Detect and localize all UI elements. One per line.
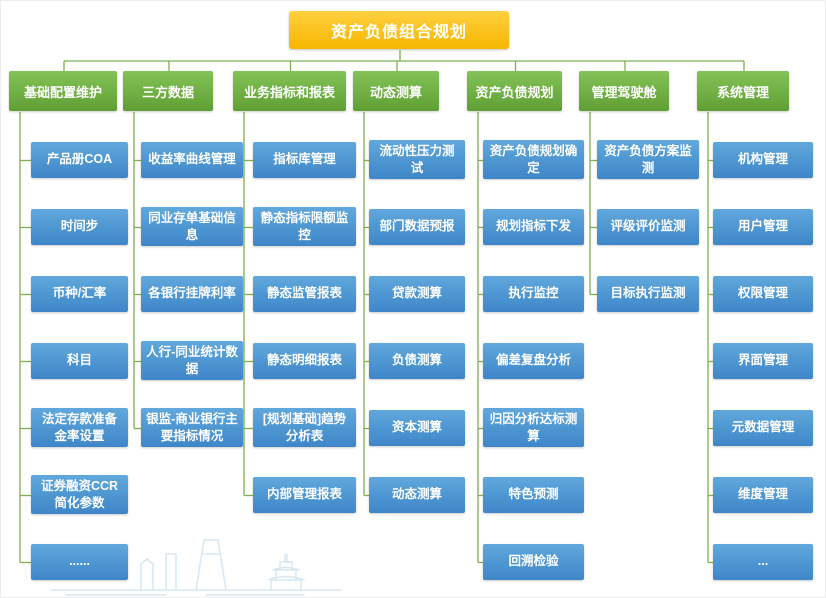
- leaf-node: 贷款测算: [369, 275, 465, 312]
- root-node: 资产负债组合规划: [289, 11, 509, 49]
- leaf-node: 同业存单基础信息: [141, 207, 243, 246]
- branch-children: 资产负债规划确定规划指标下发执行监控偏差复盘分析归因分析达标测算特色预测回溯检验: [467, 126, 584, 595]
- leaf-node: 币种/汇率: [31, 275, 128, 312]
- leaf-node: ......: [31, 543, 128, 580]
- leaf-node: 静态监管报表: [253, 275, 356, 312]
- leaf-node: 法定存款准备金率设置: [31, 408, 128, 447]
- leaf-node: 静态指标限额监控: [253, 207, 356, 246]
- branch-header: 系统管理: [697, 71, 789, 111]
- branch-column-6: 管理驾驶舱资产负债方案监测评级评价监测目标执行监测: [579, 71, 699, 327]
- leaf-node: 维度管理: [713, 476, 813, 513]
- leaf-node: ...: [713, 543, 813, 580]
- leaf-node: 元数据管理: [713, 409, 813, 446]
- branch-header: 基础配置维护: [9, 71, 117, 111]
- leaf-node: 指标库管理: [253, 141, 356, 178]
- leaf-node: 动态测算: [369, 476, 465, 513]
- leaf-node: 时间步: [31, 208, 128, 245]
- leaf-node: 偏差复盘分析: [483, 342, 584, 379]
- branch-header: 管理驾驶舱: [579, 71, 669, 111]
- leaf-node: 产品册COA: [31, 141, 128, 178]
- leaf-node: 负债测算: [369, 342, 465, 379]
- leaf-node: 权限管理: [713, 275, 813, 312]
- branch-header: 业务指标和报表: [233, 71, 346, 111]
- leaf-node: 资本测算: [369, 409, 465, 446]
- branch-children: 产品册COA 时间步币种/汇率科目法定存款准备金率设置证券融资CCR简化参数...…: [9, 126, 128, 595]
- branch-column-7: 系统管理机构管理用户管理权限管理界面管理元数据管理维度管理...: [697, 71, 813, 595]
- leaf-node: 执行监控: [483, 275, 584, 312]
- branch-children: 收益率曲线管理同业存单基础信息各银行挂牌利率人行-同业统计数据银监-商业银行主要…: [123, 126, 243, 461]
- leaf-node: 资产负债方案监测: [597, 140, 699, 179]
- branch-column-1: 基础配置维护产品册COA 时间步币种/汇率科目法定存款准备金率设置证券融资CCR简…: [9, 71, 128, 595]
- branch-children: 机构管理用户管理权限管理界面管理元数据管理维度管理...: [697, 126, 813, 595]
- leaf-node: 银监-商业银行主要指标情况: [141, 408, 243, 447]
- leaf-node: 归因分析达标测算: [483, 408, 584, 447]
- leaf-node: 证券融资CCR简化参数: [31, 475, 128, 514]
- leaf-node: [规划基础]趋势分析表: [253, 408, 356, 447]
- branch-column-2: 三方数据收益率曲线管理同业存单基础信息各银行挂牌利率人行-同业统计数据银监-商业…: [123, 71, 243, 461]
- leaf-node: 规划指标下发: [483, 208, 584, 245]
- leaf-node: 回溯检验: [483, 543, 584, 580]
- watermark-skyline-decoration: [50, 539, 342, 596]
- branch-children: 流动性压力测试部门数据预报贷款测算负债测算资本测算动态测算: [353, 126, 465, 528]
- leaf-node: 各银行挂牌利率: [141, 275, 243, 312]
- leaf-node: 内部管理报表: [253, 476, 356, 513]
- branch-column-4: 动态测算流动性压力测试部门数据预报贷款测算负债测算资本测算动态测算: [353, 71, 465, 528]
- leaf-node: 流动性压力测试: [369, 140, 465, 179]
- leaf-node: 机构管理: [713, 141, 813, 178]
- leaf-node: 界面管理: [713, 342, 813, 379]
- leaf-node: 评级评价监测: [597, 208, 699, 245]
- leaf-node: 特色预测: [483, 476, 584, 513]
- branch-column-3: 业务指标和报表指标库管理静态指标限额监控静态监管报表静态明细报表 [规划基础]趋势…: [233, 71, 356, 528]
- leaf-node: 部门数据预报: [369, 208, 465, 245]
- leaf-node: 收益率曲线管理: [141, 141, 243, 178]
- branch-header: 三方数据: [123, 71, 213, 111]
- leaf-node: 人行-同业统计数据: [141, 341, 243, 380]
- leaf-node: 用户管理: [713, 208, 813, 245]
- branch-header: 资产负债规划: [467, 71, 562, 111]
- leaf-node: 资产负债规划确定: [483, 140, 584, 179]
- branch-children: 资产负债方案监测评级评价监测目标执行监测: [579, 126, 699, 327]
- leaf-node: 科目: [31, 342, 128, 379]
- branch-column-5: 资产负债规划资产负债规划确定规划指标下发执行监控偏差复盘分析归因分析达标测算特色…: [467, 71, 584, 595]
- leaf-node: 目标执行监测: [597, 275, 699, 312]
- leaf-node: 静态明细报表: [253, 342, 356, 379]
- branch-header: 动态测算: [353, 71, 439, 111]
- branch-children: 指标库管理静态指标限额监控静态监管报表静态明细报表 [规划基础]趋势分析表内部管理…: [233, 126, 356, 528]
